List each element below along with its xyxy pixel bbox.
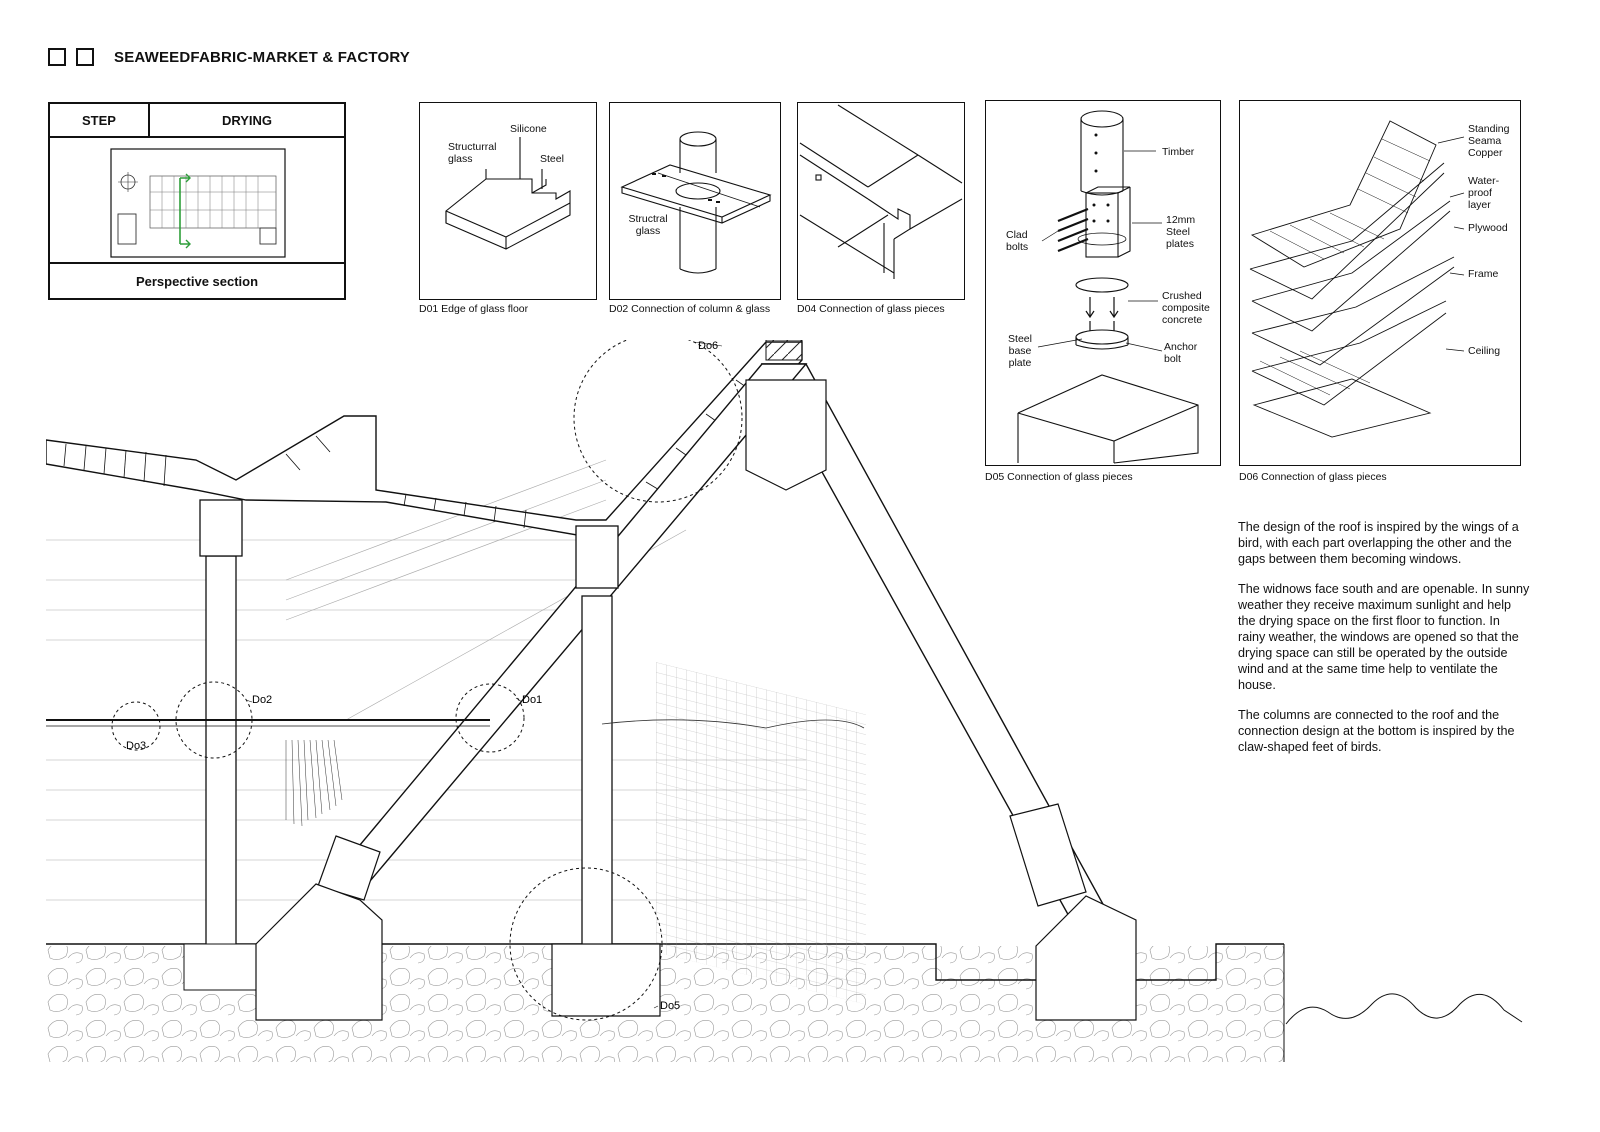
- label-plywood: Plywood: [1468, 222, 1508, 234]
- detail-d04-drawing: [799, 104, 963, 279]
- label-anchor-bolt: Anchor bolt: [1164, 341, 1198, 365]
- label-silicone: Silicone: [510, 123, 547, 135]
- detail-d06-drawing: [1249, 120, 1465, 438]
- detail-d01-frame: Silicone Structurral glass Steel: [419, 102, 597, 300]
- caption-d05: D05 Connection of glass pieces: [985, 471, 1133, 483]
- detail-d05-drawing: [1017, 110, 1199, 464]
- caption-d02: D02 Connection of column & glass: [609, 303, 771, 315]
- detail-d05-frame: Timber 12mm Steel plates Clad bolts Crus…: [985, 100, 1221, 466]
- square-icon: [76, 48, 94, 66]
- description-paragraph: The design of the roof is inspired by th…: [1238, 520, 1519, 566]
- caption-d04: D04 Connection of glass pieces: [797, 303, 945, 315]
- label-waterproof-layer: Water-proof layer: [1468, 175, 1500, 211]
- step-header: STEP DRYING: [50, 104, 344, 138]
- description: The design of the roof is inspired by th…: [1238, 519, 1530, 769]
- caption-d01: D01 Edge of glass floor: [419, 303, 529, 315]
- label-steel: Steel: [540, 153, 564, 165]
- label-structural-glass: Structurral glass: [448, 141, 497, 165]
- label-ceiling: Ceiling: [1468, 345, 1501, 357]
- description-paragraph: The widnows face south and are openable.…: [1238, 582, 1530, 692]
- description-paragraph: The columns are connected to the roof an…: [1238, 708, 1515, 754]
- label-clad-bolts: Clad bolts: [1006, 229, 1029, 253]
- marker-do1: Do1: [522, 694, 542, 706]
- page-title: SEAWEEDFABRIC-MARKET & FACTORY: [114, 48, 411, 66]
- detail-d02-frame: Structral glass: [609, 102, 781, 300]
- label-steel-plates: 12mm Steel plates: [1166, 214, 1196, 250]
- label-crushed-concrete: Crushed composite concrete: [1162, 290, 1210, 326]
- marker-do6: Do6: [698, 340, 718, 352]
- label-steel-base-plate: Steel base plate: [1008, 333, 1032, 369]
- detail-d02-drawing: [620, 131, 772, 274]
- step-footer: Perspective section: [50, 262, 344, 298]
- marker-do3: Do3: [126, 740, 146, 752]
- step-label: STEP: [50, 104, 150, 136]
- perspective-section-drawing: Do6 Do2 Do1 Do3 Do5: [46, 340, 1523, 1062]
- label-standing-seam-copper: Standing Seama Copper: [1468, 123, 1510, 159]
- square-icon: [48, 48, 66, 66]
- site-plan-thumbnail: [110, 148, 286, 258]
- title-bar: SEAWEEDFABRIC-MARKET & FACTORY: [48, 48, 410, 66]
- caption-d06: D06 Connection of glass pieces: [1239, 471, 1387, 483]
- step-value: DRYING: [221, 112, 273, 128]
- detail-d01-drawing: [445, 137, 571, 250]
- detail-d04-frame: [797, 102, 965, 300]
- label-structral-glass: Structral glass: [628, 213, 668, 237]
- marker-do5: Do5: [660, 1000, 680, 1012]
- marker-do2: Do2: [252, 694, 272, 706]
- step-box: STEP DRYING Perspective section: [48, 102, 346, 300]
- detail-d06-frame: Standing Seama Copper Water-proof layer …: [1239, 100, 1521, 466]
- label-timber: Timber: [1162, 146, 1195, 158]
- label-frame: Frame: [1468, 268, 1499, 280]
